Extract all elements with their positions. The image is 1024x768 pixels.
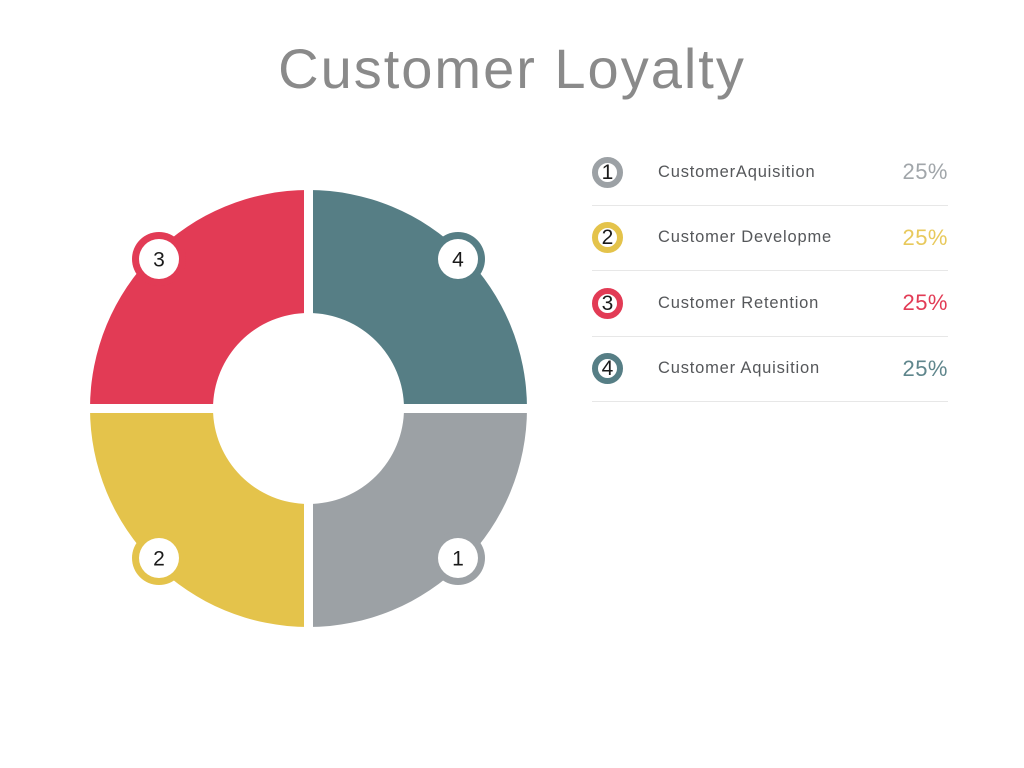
legend-percent: 25% (902, 224, 948, 250)
donut-chart: 3 4 2 1 (78, 178, 539, 639)
legend-number-badge: 4 (592, 353, 623, 385)
segment-badge-2: 2 (132, 531, 186, 585)
donut-segment-1 (308, 408, 527, 627)
segment-badge-number: 3 (153, 249, 165, 272)
donut-segment-2 (90, 408, 309, 627)
segment-gap-horizontal (78, 404, 539, 413)
legend-label: Customer Retention (658, 293, 820, 312)
legend-number-badge: 1 (592, 156, 623, 188)
legend-percent: 25% (902, 355, 948, 381)
legend-number-badge: 3 (592, 287, 623, 319)
segment-badge-number: 4 (452, 249, 464, 272)
legend-label: CustomerAquisition (658, 162, 816, 181)
segment-badge-number: 2 (153, 548, 165, 571)
page-title: Customer Loyalty (278, 37, 746, 100)
legend-item-4: 4 Customer Aquisition 25% (592, 337, 948, 402)
legend-item-3: 3 Customer Retention 25% (592, 271, 948, 337)
segment-badge-3: 3 (132, 232, 186, 286)
donut-segment-3 (90, 190, 309, 409)
donut-segment-4 (308, 190, 527, 409)
legend-percent: 25% (902, 290, 948, 316)
legend-label: Customer Developme (658, 228, 832, 247)
segment-badge-number: 1 (452, 548, 464, 571)
segment-badge-4: 4 (431, 232, 485, 286)
legend-number-badge: 2 (592, 222, 623, 254)
legend: 1 CustomerAquisition 25% 2 Customer Deve… (592, 140, 948, 402)
legend-item-1: 1 CustomerAquisition 25% (592, 140, 948, 206)
legend-label: Customer Aquisition (658, 359, 820, 378)
legend-percent: 25% (902, 159, 948, 185)
legend-item-2: 2 Customer Developme 25% (592, 206, 948, 271)
segment-badge-1: 1 (431, 531, 485, 585)
